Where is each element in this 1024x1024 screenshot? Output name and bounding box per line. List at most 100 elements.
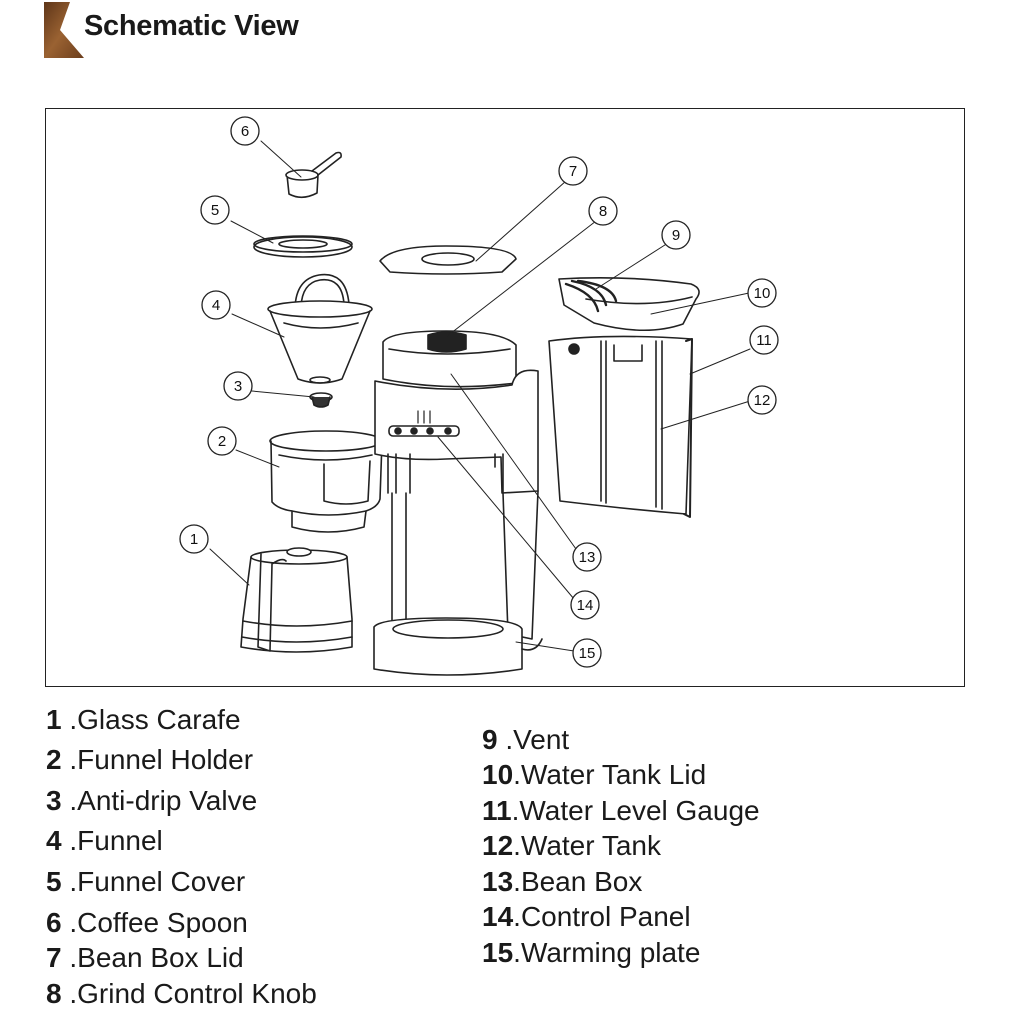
legend-number: 5 — [46, 866, 62, 897]
page-header: Schematic View — [44, 2, 299, 58]
legend-number: 8 — [46, 978, 62, 1009]
callout-number: 13 — [579, 549, 596, 566]
water-tank-lid-drawing — [558, 276, 700, 332]
legend-separator: . — [61, 825, 78, 856]
legend-separator: . — [513, 866, 521, 897]
callout-number: 14 — [577, 597, 594, 614]
callout-circle — [572, 542, 602, 572]
legend-label: Bean Box — [520, 866, 643, 897]
legend-label: Warming plate — [520, 937, 701, 968]
callout-number: 10 — [754, 285, 771, 302]
legend-separator: . — [513, 901, 521, 932]
legend-separator: . — [61, 907, 78, 938]
legend-item: 3 .Anti-drip Valve — [46, 785, 257, 817]
legend-number: 12 — [482, 830, 514, 861]
callout-number: 7 — [569, 163, 577, 180]
callout-circle — [207, 426, 237, 456]
callout-number: 1 — [190, 531, 198, 548]
legend-number: 10 — [482, 759, 514, 790]
legend-item: 14.Control Panel — [482, 901, 691, 933]
callout-8: 8 — [588, 196, 618, 226]
legend-label: Funnel — [77, 825, 163, 856]
callout-3: 3 — [223, 371, 253, 401]
legend-separator: . — [511, 795, 520, 826]
callout-circle — [200, 195, 230, 225]
callout-circle — [230, 116, 260, 146]
glass-carafe-drawing — [240, 547, 353, 653]
callout-number: 12 — [754, 392, 771, 409]
legend-item: 12.Water Tank — [482, 830, 661, 862]
callout-circle — [570, 590, 600, 620]
legend-number: 11 — [482, 795, 512, 826]
legend-number: 6 — [46, 907, 62, 938]
callout-circle — [223, 371, 253, 401]
legend-separator: . — [61, 704, 78, 735]
callout-10: 10 — [747, 278, 777, 308]
callout-number: 3 — [234, 378, 242, 395]
legend-label: Water Level Gauge — [519, 795, 760, 826]
callout-4: 4 — [201, 290, 231, 320]
legend-separator: . — [61, 785, 78, 816]
legend-item: 8 .Grind Control Knob — [46, 978, 317, 1010]
callout-number: 5 — [211, 202, 219, 219]
legend-label: Water Tank Lid — [520, 759, 707, 790]
legend-number: 2 — [46, 744, 62, 775]
legend-separator: . — [513, 937, 521, 968]
legend-label: Funnel Cover — [77, 866, 246, 897]
legend-number: 7 — [46, 942, 62, 973]
legend-separator: . — [61, 866, 78, 897]
funnel-drawing — [267, 273, 373, 384]
callout-11: 11 — [749, 325, 779, 355]
legend-separator: . — [61, 744, 78, 775]
legend-label: Anti-drip Valve — [77, 785, 258, 816]
callout-number: 4 — [212, 297, 220, 314]
callout-9: 9 — [661, 220, 691, 250]
callout-circle — [588, 196, 618, 226]
legend-separator: . — [513, 830, 521, 861]
legend-separator: . — [61, 942, 78, 973]
callout-circle — [747, 278, 777, 308]
callout-number: 11 — [756, 332, 772, 349]
callout-circle — [572, 638, 602, 668]
legend-number: 9 — [482, 724, 498, 755]
legend-item: 15.Warming plate — [482, 937, 700, 969]
legend-item: 7 .Bean Box Lid — [46, 942, 244, 974]
callout-circle — [201, 290, 231, 320]
legend-item: 13.Bean Box — [482, 866, 642, 898]
legend-label: Funnel Holder — [77, 744, 254, 775]
callout-number: 8 — [599, 203, 607, 220]
legend-number: 3 — [46, 785, 62, 816]
callout-13: 13 — [572, 542, 602, 572]
callout-circle — [747, 385, 777, 415]
legend-number: 15 — [482, 937, 514, 968]
callout-number: 6 — [241, 123, 249, 140]
callout-2: 2 — [207, 426, 237, 456]
legend-number: 1 — [46, 704, 62, 735]
callout-6: 6 — [230, 116, 260, 146]
coffee-spoon-drawing — [285, 151, 342, 199]
legend-item: 1 .Glass Carafe — [46, 704, 241, 736]
callout-12: 12 — [747, 385, 777, 415]
legend-item: 4 .Funnel — [46, 825, 163, 857]
page-title: Schematic View — [84, 10, 299, 42]
anti-drip-valve-drawing — [309, 392, 333, 408]
legend-item: 6 .Coffee Spoon — [46, 907, 248, 939]
legend-label: Grind Control Knob — [77, 978, 317, 1009]
callout-15: 15 — [572, 638, 602, 668]
legend-item: 10.Water Tank Lid — [482, 759, 706, 791]
callout-circle — [661, 220, 691, 250]
legend-label: Coffee Spoon — [77, 907, 248, 938]
bean-box-lid-drawing — [379, 245, 517, 275]
legend-label: Control Panel — [520, 901, 691, 932]
funnel-holder-drawing — [269, 430, 383, 533]
callout-1: 1 — [179, 524, 209, 554]
callout-circle — [179, 524, 209, 554]
legend-item: 5 .Funnel Cover — [46, 866, 245, 898]
brand-accent-mark — [44, 2, 84, 58]
legend-label: Water Tank — [520, 830, 661, 861]
callout-circle — [558, 156, 588, 186]
coffee-maker-body-drawing — [373, 330, 543, 676]
legend-separator: . — [513, 759, 521, 790]
